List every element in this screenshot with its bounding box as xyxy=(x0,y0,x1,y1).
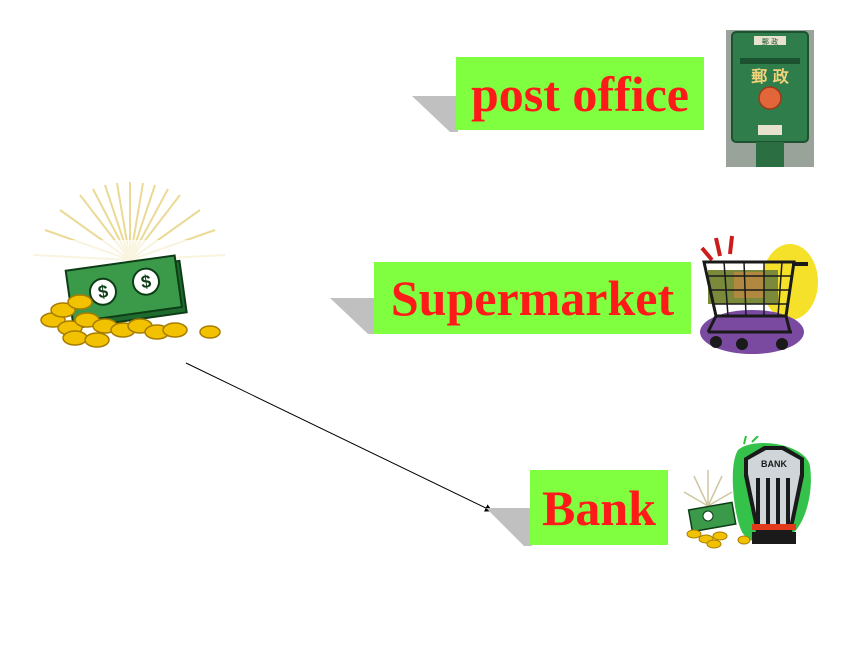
mailbox-icon: 郵 政 郵 政 xyxy=(726,30,814,167)
bank-shadow xyxy=(486,508,532,546)
post-office-text: post office xyxy=(471,65,689,122)
svg-text:$: $ xyxy=(97,281,110,302)
bank-label[interactable]: Bank xyxy=(530,470,668,545)
post-office-label[interactable]: post office xyxy=(456,57,704,130)
bank-sign: BANK xyxy=(761,459,787,469)
mailbox-top-plate: 郵 政 xyxy=(762,37,778,46)
supermarket-text: Supermarket xyxy=(390,270,675,326)
shopping-cart-icon xyxy=(694,232,818,362)
supermarket-label[interactable]: Supermarket xyxy=(374,262,691,334)
bank-icon: BANK xyxy=(680,436,812,554)
bank-text: Bank xyxy=(542,479,656,536)
mailbox-characters: 郵 政 xyxy=(751,67,790,86)
svg-text:$: $ xyxy=(140,271,153,292)
post-office-shadow xyxy=(412,96,458,132)
supermarket-shadow xyxy=(330,298,376,334)
money-pile-icon: $ $ xyxy=(25,180,235,355)
